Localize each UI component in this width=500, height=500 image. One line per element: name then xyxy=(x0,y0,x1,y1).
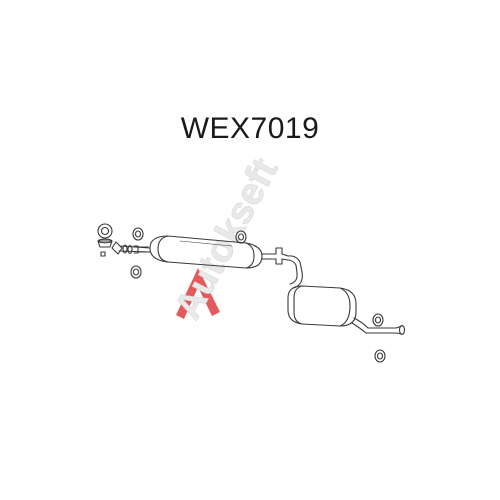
watermark-accent-chevron xyxy=(176,268,220,319)
front-pipe xyxy=(111,241,151,255)
rear-clamp-ring xyxy=(372,313,384,327)
part-number-title: WEX7019 xyxy=(180,112,320,145)
rear-gasket-ring xyxy=(374,349,386,363)
front-clamp-ring xyxy=(132,227,144,241)
middle-clamp-ring-right xyxy=(235,230,247,244)
tail-pipe xyxy=(351,317,406,336)
watermark-text: Autokseft xyxy=(167,151,287,326)
middle-clamp-ring xyxy=(130,265,142,279)
middle-silencer xyxy=(149,235,263,269)
intermediate-pipe xyxy=(261,247,303,289)
small-bolt-square xyxy=(100,251,106,257)
autokseft-watermark-logo: Autokseft xyxy=(167,151,287,326)
rear-silencer xyxy=(287,285,357,327)
cone-gasket-left xyxy=(97,238,113,248)
front-gasket-ring xyxy=(97,223,113,239)
